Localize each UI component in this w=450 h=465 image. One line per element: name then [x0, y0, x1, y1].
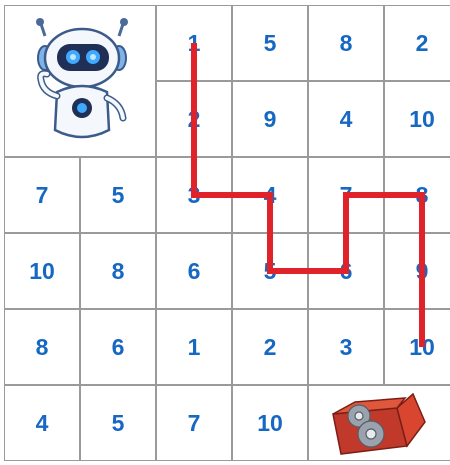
grid-cell[interactable]: 1 — [156, 309, 232, 385]
toolbox-gears-icon — [309, 386, 450, 460]
grid-cell[interactable]: 4 — [232, 157, 308, 233]
grid-cell[interactable]: 10 — [384, 309, 450, 385]
grid-cell[interactable]: 8 — [80, 233, 156, 309]
grid-cell[interactable]: 10 — [384, 81, 450, 157]
grid-cell[interactable]: 7 — [4, 157, 80, 233]
grid-cell[interactable]: 3 — [156, 157, 232, 233]
grid-cell[interactable]: 9 — [232, 81, 308, 157]
grid-cell[interactable]: 10 — [232, 385, 308, 461]
grid-cell[interactable]: 2 — [156, 81, 232, 157]
grid-cell[interactable]: 6 — [80, 309, 156, 385]
grid-cell[interactable]: 2 — [384, 5, 450, 81]
grid-cell[interactable]: 3 — [308, 309, 384, 385]
grid-cell[interactable]: 8 — [4, 309, 80, 385]
grid-cell[interactable]: 5 — [232, 5, 308, 81]
grid-cell[interactable]: 7 — [308, 157, 384, 233]
grid-cell[interactable]: 9 — [384, 233, 450, 309]
grid-cell[interactable]: 5 — [80, 385, 156, 461]
grid-cell[interactable]: 5 — [232, 233, 308, 309]
robot-start-cell — [4, 5, 156, 157]
grid-cell[interactable]: 1 — [156, 5, 232, 81]
robot-icon — [5, 6, 157, 158]
grid-cell[interactable]: 8 — [308, 5, 384, 81]
grid-cell[interactable]: 6 — [156, 233, 232, 309]
grid-cell[interactable]: 4 — [308, 81, 384, 157]
grid-cell[interactable]: 10 — [4, 233, 80, 309]
grid-cell[interactable]: 7 — [156, 385, 232, 461]
grid-cell[interactable]: 4 — [4, 385, 80, 461]
grid-cell[interactable]: 2 — [232, 309, 308, 385]
grid-cell[interactable]: 6 — [308, 233, 384, 309]
goal-cell — [308, 385, 450, 461]
grid-cell[interactable]: 8 — [384, 157, 450, 233]
grid-cell[interactable]: 5 — [80, 157, 156, 233]
